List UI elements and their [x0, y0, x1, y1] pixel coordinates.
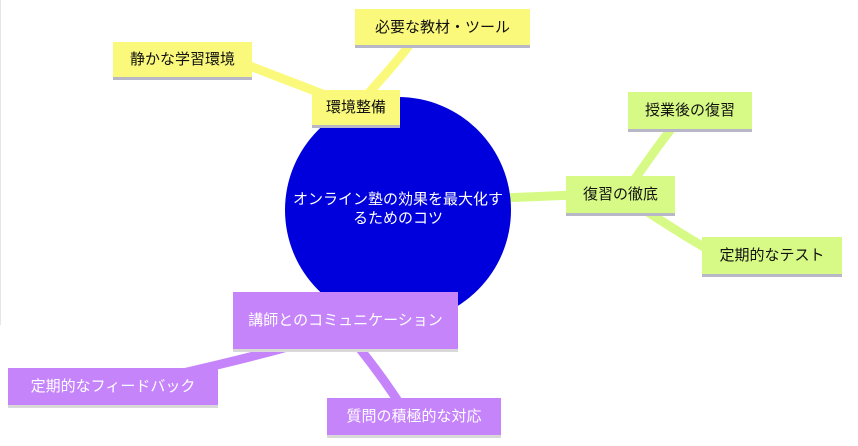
review-child-regular-test[interactable]: 定期的なテスト	[702, 237, 842, 277]
branch-review[interactable]: 復習の徹底	[566, 176, 675, 216]
central-node-label[interactable]: オンライン塾の効果を最大化するためのコツ	[292, 190, 503, 227]
left-edge-line	[0, 0, 1, 325]
branch-environment[interactable]: 環境整備	[312, 90, 400, 128]
connector-center-review	[495, 190, 577, 203]
communication-child-questions[interactable]: 質問の積極的な対応	[327, 398, 501, 438]
communication-child-feedback[interactable]: 定期的なフィードバック	[8, 368, 218, 408]
central-node-circle	[285, 97, 511, 323]
review-child-after-class[interactable]: 授業後の復習	[628, 92, 752, 132]
branch-communication[interactable]: 講師とのコミュニケーション	[233, 292, 458, 352]
environment-child-materials[interactable]: 必要な教材・ツール	[355, 9, 530, 48]
environment-child-quiet-space[interactable]: 静かな学習環境	[113, 42, 252, 80]
